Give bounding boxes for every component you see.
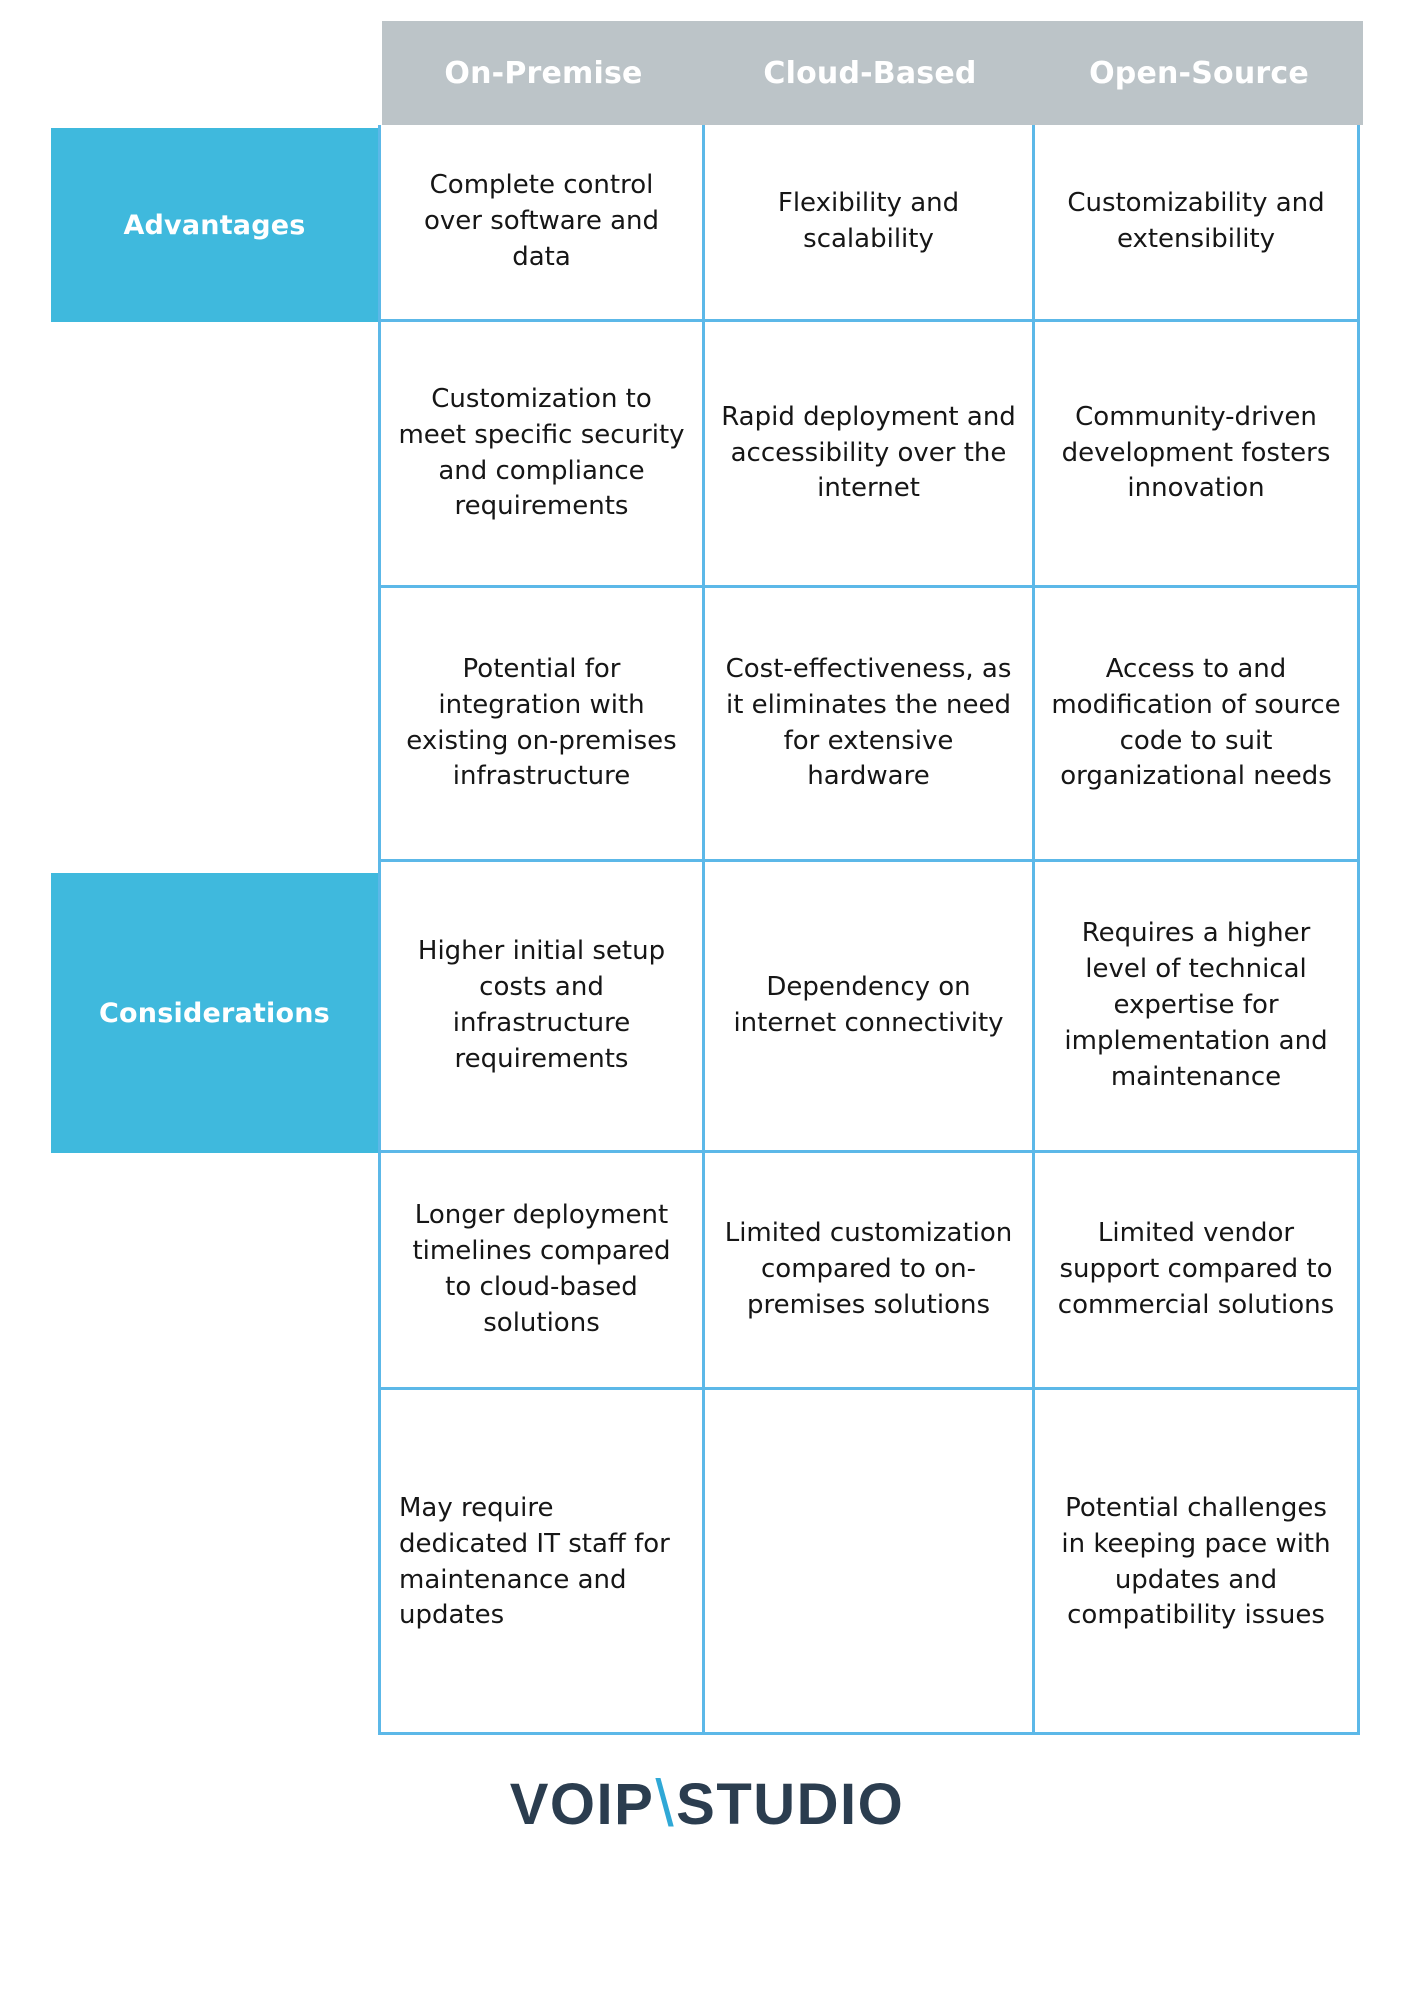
table-cell-text: Access to and modification of source cod…: [1051, 653, 1341, 792]
voipstudio-logo-text: VOIP \ STUDIO: [510, 1766, 905, 1842]
column-header-open-source-label: Open-Source: [1089, 55, 1309, 91]
table-cell: Rapid deployment and accessibility over …: [705, 322, 1035, 585]
table-cell: Potential challenges in keeping pace wit…: [1035, 1390, 1357, 1735]
logo-word-studio: STUDIO: [676, 1771, 905, 1837]
table-column-header-row: On-Premise Cloud-Based Open-Source: [382, 21, 1363, 125]
table-cell-text: Limited customization compared to on-pre…: [724, 1218, 1013, 1320]
table-cell-text: Longer deployment timelines compared to …: [412, 1200, 671, 1338]
table-cell: Cost-effectiveness, as it eliminates the…: [705, 588, 1035, 859]
table-cell-text: Flexibility and scalability: [777, 188, 960, 254]
table-cell-text: May require dedicated IT staff for maint…: [399, 1492, 670, 1631]
table-cell-text: Limited vendor support compared to comme…: [1057, 1218, 1335, 1320]
table-cell: Limited vendor support compared to comme…: [1035, 1153, 1357, 1387]
table-cell-text: Potential challenges in keeping pace wit…: [1061, 1492, 1331, 1631]
column-header-on-premise: On-Premise: [382, 21, 705, 125]
table-row: Complete control over software and data …: [381, 125, 1357, 322]
table-row: Potential for integration with existing …: [381, 588, 1357, 862]
table-cell: Longer deployment timelines compared to …: [381, 1153, 705, 1387]
table-cell-text: Potential for integration with existing …: [406, 653, 677, 792]
column-header-open-source: Open-Source: [1035, 21, 1363, 125]
row-group-label-considerations-text: Considerations: [99, 997, 330, 1029]
table-cell: Higher initial setup costs and infrastru…: [381, 862, 705, 1150]
column-header-on-premise-label: On-Premise: [444, 55, 643, 91]
table-cell-text: Requires a higher level of technical exp…: [1064, 918, 1328, 1092]
column-header-cloud-based: Cloud-Based: [705, 21, 1035, 125]
table-cell-text: Dependency on internet connectivity: [733, 972, 1004, 1038]
table-cell: May require dedicated IT staff for maint…: [381, 1390, 705, 1735]
row-group-label-advantages-text: Advantages: [123, 209, 306, 241]
table-row: Longer deployment timelines compared to …: [381, 1153, 1357, 1390]
table-cell: Complete control over software and data: [381, 125, 705, 319]
row-group-label-advantages: Advantages: [51, 128, 378, 322]
column-header-cloud-based-label: Cloud-Based: [763, 55, 977, 91]
table-cell-text: Higher initial setup costs and infrastru…: [417, 936, 666, 1074]
table-cell: Customization to meet specific security …: [381, 322, 705, 585]
table-cell: Limited customization compared to on-pre…: [705, 1153, 1035, 1387]
table-cell: Customizability and extensibility: [1035, 125, 1357, 319]
table-cell-empty: [705, 1390, 1035, 1735]
table-cell: Requires a higher level of technical exp…: [1035, 862, 1357, 1150]
table-cell-text: Customization to meet specific security …: [398, 383, 685, 522]
row-group-label-considerations: Considerations: [51, 873, 378, 1153]
table-cell: Community-driven development fosters inn…: [1035, 322, 1357, 585]
table-cell-text: Customizability and extensibility: [1067, 188, 1325, 254]
table-cell: Access to and modification of source cod…: [1035, 588, 1357, 859]
logo-slash-separator: \: [655, 1766, 676, 1840]
table-cell: Dependency on internet connectivity: [705, 862, 1035, 1150]
table-cell-text: Complete control over software and data: [423, 170, 660, 272]
table-cell: Flexibility and scalability: [705, 125, 1035, 319]
table-cell-text: Cost-effectiveness, as it eliminates the…: [725, 653, 1012, 792]
logo-word-voip: VOIP: [509, 1771, 655, 1837]
voipstudio-logo: VOIP \ STUDIO: [0, 1766, 1414, 1842]
table-row: Customization to meet specific security …: [381, 322, 1357, 588]
table-cell-text: Community-driven development fosters inn…: [1061, 401, 1331, 504]
table-cell: Potential for integration with existing …: [381, 588, 705, 859]
table-cell-text: Rapid deployment and accessibility over …: [721, 401, 1016, 504]
table-row: May require dedicated IT staff for maint…: [381, 1390, 1357, 1735]
comparison-table-body: Complete control over software and data …: [378, 125, 1360, 1735]
table-row: Higher initial setup costs and infrastru…: [381, 862, 1357, 1153]
